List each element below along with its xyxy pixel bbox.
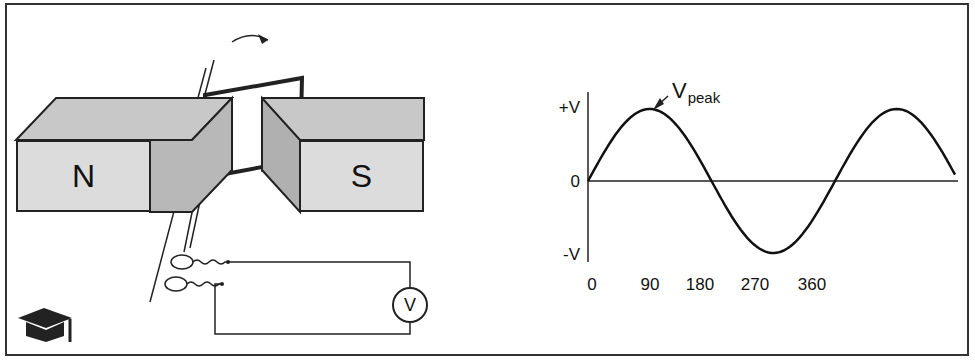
generator-illustration bbox=[150, 34, 410, 334]
axis-label: 0 bbox=[587, 276, 596, 293]
node-label: V bbox=[404, 295, 416, 316]
axis-label: 270 bbox=[741, 276, 769, 293]
axis-label: -V bbox=[563, 246, 580, 263]
axis-label: 0 bbox=[571, 173, 580, 190]
peak-label: V bbox=[672, 80, 687, 102]
axis-label: +V bbox=[559, 99, 580, 116]
axis-label: 180 bbox=[686, 276, 714, 293]
axis-label: 360 bbox=[798, 276, 826, 293]
voltmeter: V bbox=[392, 287, 428, 323]
peak-subscript: peak bbox=[688, 90, 721, 105]
axis-label: 90 bbox=[641, 276, 660, 293]
magnet-faces bbox=[16, 98, 424, 212]
south-magnet: S bbox=[299, 140, 424, 212]
node-label: S bbox=[351, 158, 372, 195]
frame bbox=[6, 4, 968, 355]
north-magnet: N bbox=[16, 140, 151, 212]
graduation-cap-icon bbox=[18, 308, 72, 342]
node-label: N bbox=[72, 158, 95, 195]
sine-graph bbox=[588, 92, 958, 262]
